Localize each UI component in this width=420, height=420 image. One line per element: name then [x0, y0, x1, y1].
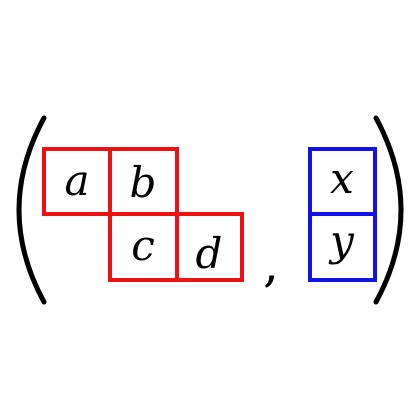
left-parenthesis — [16, 115, 47, 305]
right-parenthesis — [373, 115, 404, 305]
cell-d-label: d — [196, 229, 223, 278]
comma-separator: , — [263, 235, 279, 293]
cell-x-label: x — [330, 154, 354, 203]
blue-column-diagram: x y — [308, 147, 377, 282]
cell-c-label: c — [131, 221, 155, 270]
cell-b-label: b — [130, 158, 157, 207]
cell-y-label: y — [328, 216, 355, 265]
cell-a-label: a — [64, 156, 89, 205]
red-skew-diagram: a b c d — [42, 147, 244, 282]
cell-y — [308, 212, 377, 282]
cell-d — [175, 212, 244, 282]
